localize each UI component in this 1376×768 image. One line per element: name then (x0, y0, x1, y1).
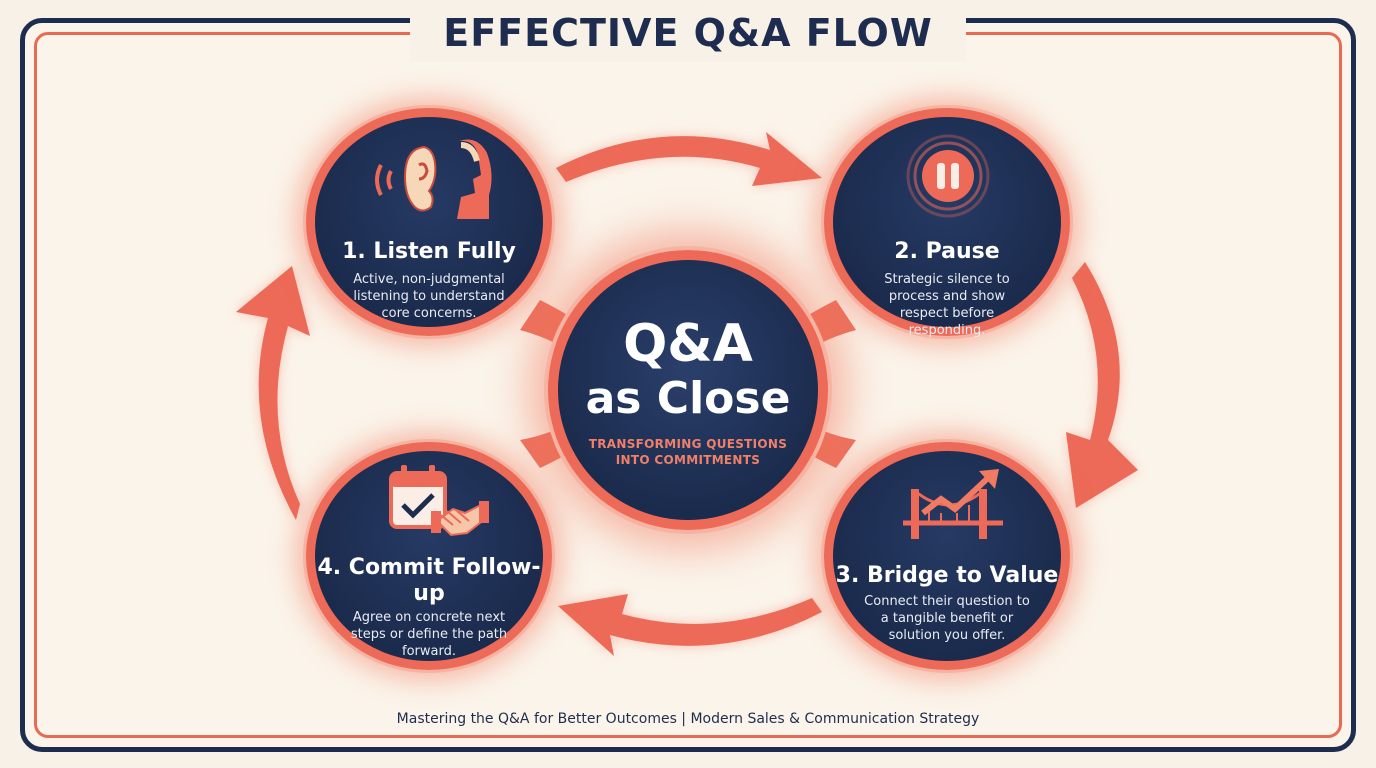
center-title-line1: Q&A (623, 314, 753, 374)
arrow-bottom (558, 594, 822, 656)
title-backdrop (410, 0, 966, 62)
center-hub: Q&A as Close TRANSFORMING QUESTIONS INTO… (548, 250, 828, 530)
footer-caption: Mastering the Q&A for Better Outcomes | … (396, 711, 980, 727)
step-listen-fully: 1. Listen Fully Active, non-judgmental l… (306, 108, 552, 336)
step-heading: 2. Pause (894, 239, 1000, 264)
center-title-line2: as Close (585, 373, 791, 424)
arrow-left (236, 266, 310, 520)
step-description: Strategic silence to process and show re… (884, 272, 1010, 338)
step-pause: 2. Pause Strategic silence to process an… (824, 108, 1070, 338)
step-description: Agree on concrete next steps or define t… (350, 610, 508, 659)
step-heading: 4. Commit Follow-up (317, 555, 541, 606)
center-subtitle: TRANSFORMING QUESTIONS INTO COMMITMENTS (588, 437, 788, 467)
step-description: Active, non-judgmental listening to unde… (353, 272, 505, 321)
page-title: EFFECTIVE Q&A FLOW (443, 11, 933, 55)
step-heading: 1. Listen Fully (342, 239, 516, 264)
calendar-handshake-icon (389, 465, 489, 537)
arrow-top (556, 132, 822, 186)
step-description: Connect their question to a tangible ben… (864, 594, 1030, 643)
ear-listening-icon (375, 139, 492, 219)
arrow-right (1066, 262, 1138, 508)
step-commit-follow-up: 4. Commit Follow-up Agree on concrete ne… (306, 442, 552, 670)
step-heading: 3. Bridge to Value (835, 563, 1059, 588)
pause-icon (906, 134, 990, 218)
step-bridge-to-value: 3. Bridge to Value Connect their questio… (824, 442, 1070, 670)
bridge-growth-icon (903, 469, 1003, 539)
